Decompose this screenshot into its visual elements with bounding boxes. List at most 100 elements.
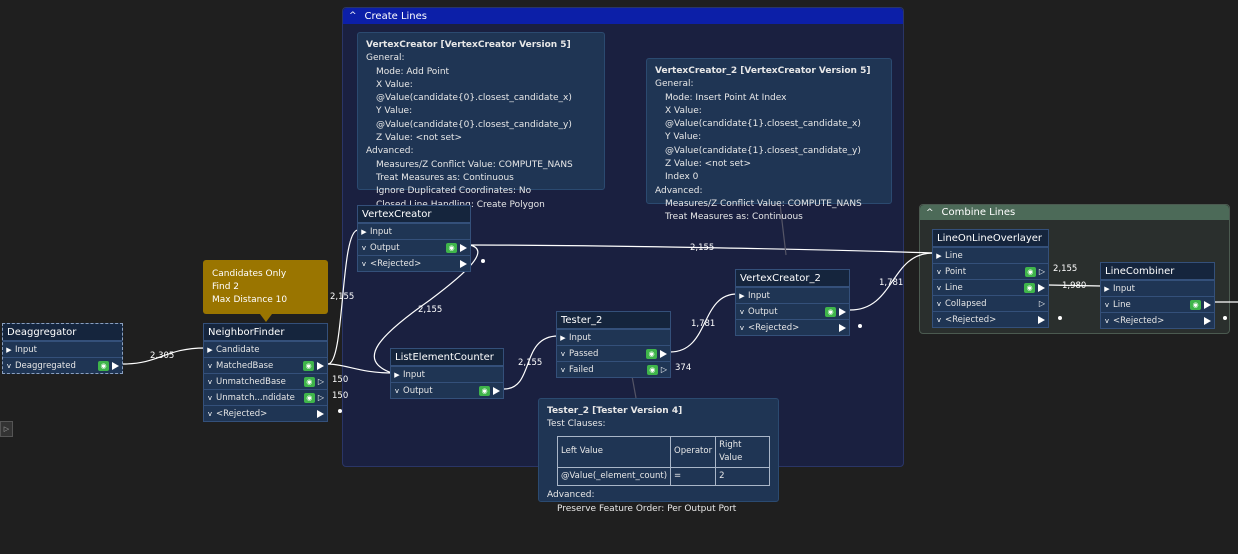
output-arrow-icon[interactable] xyxy=(839,307,846,316)
rejected-port[interactable]: v<Rejected> xyxy=(358,255,470,271)
expand-chevron-icon[interactable]: v xyxy=(739,323,745,332)
output-arrow-icon[interactable] xyxy=(317,409,324,418)
create-lines-header[interactable]: ^ Create Lines xyxy=(343,8,903,24)
input-port[interactable]: ▶Input xyxy=(557,329,670,345)
expand-chevron-icon[interactable]: v xyxy=(361,243,367,252)
rejected-port[interactable]: v<Rejected> xyxy=(933,311,1048,327)
transformer-title[interactable]: Deaggregator xyxy=(3,324,122,341)
inspect-eye-icon[interactable]: ◉ xyxy=(303,376,315,387)
collapse-chevron-icon[interactable]: ^ xyxy=(349,11,357,21)
output-arrow-icon[interactable] xyxy=(317,361,324,370)
input-port[interactable]: ▶Input xyxy=(358,223,470,239)
transformer-title[interactable]: NeighborFinder xyxy=(204,324,327,341)
output-arrow-icon[interactable] xyxy=(1204,300,1211,309)
output-arrow-icon[interactable] xyxy=(1038,283,1045,292)
input-port[interactable]: ▶Line xyxy=(933,247,1048,263)
input-port[interactable]: ▶Input xyxy=(3,341,122,357)
rejected-port[interactable]: v<Rejected> xyxy=(1101,312,1214,328)
expand-chevron-icon[interactable]: v xyxy=(207,377,213,386)
output-arrow-icon[interactable] xyxy=(112,361,119,370)
expand-chevron-icon[interactable]: v xyxy=(936,299,942,308)
inspect-eye-icon[interactable]: ◉ xyxy=(825,306,836,317)
inspect-eye-icon[interactable]: ◉ xyxy=(646,348,657,359)
collapse-chevron-icon[interactable]: ^ xyxy=(926,207,934,218)
input-port[interactable]: ▶Input xyxy=(1101,280,1214,296)
note-line: Max Distance 10 xyxy=(212,295,288,305)
output-arrow-icon[interactable]: ▷ xyxy=(1038,299,1045,308)
output-arrow-icon[interactable] xyxy=(460,243,467,252)
expand-chevron-icon[interactable]: v xyxy=(394,386,400,395)
expand-chevron-icon[interactable]: v xyxy=(1104,300,1110,309)
input-port[interactable]: ▶Input xyxy=(736,287,849,303)
inspect-eye-icon[interactable]: ◉ xyxy=(1190,299,1201,310)
expand-chevron-icon[interactable]: v xyxy=(936,267,942,276)
inspect-eye-icon[interactable]: ◉ xyxy=(303,360,314,371)
expand-chevron-icon[interactable]: v xyxy=(207,361,213,370)
input-port[interactable]: ▶Candidate xyxy=(204,341,327,357)
tester-2-annotation[interactable]: Tester_2 [Tester Version 4] Test Clauses… xyxy=(538,398,779,514)
expand-chevron-icon[interactable]: v xyxy=(1104,316,1110,325)
rejected-port[interactable]: v<Rejected> xyxy=(204,405,327,421)
output-arrow-icon[interactable] xyxy=(1038,315,1045,324)
transformer-title[interactable]: Tester_2 xyxy=(557,312,670,329)
neighbor-finder-note[interactable]: Candidates Only Find 2 Max Distance 10 xyxy=(203,260,328,314)
transformer-title[interactable]: ListElementCounter xyxy=(391,349,503,366)
transformer-title[interactable]: LineCombiner xyxy=(1101,263,1214,280)
vertex-creator-2-annotation[interactable]: VertexCreator_2 [VertexCreator Version 5… xyxy=(646,58,892,222)
expand-chevron-icon[interactable]: v xyxy=(207,409,213,418)
inspect-eye-icon[interactable]: ◉ xyxy=(479,385,490,396)
output-arrow-icon[interactable]: ▷ xyxy=(1038,267,1045,276)
panel-toggle-icon[interactable]: ▷ xyxy=(0,421,13,437)
expand-chevron-icon[interactable]: v xyxy=(560,365,566,374)
output-arrow-icon[interactable] xyxy=(493,386,500,395)
output-arrow-icon[interactable] xyxy=(460,259,467,268)
transformer-title[interactable]: VertexCreator_2 xyxy=(736,270,849,287)
inspect-eye-icon[interactable]: ◉ xyxy=(446,242,457,253)
expand-chevron-icon[interactable]: v xyxy=(6,361,12,370)
input-port[interactable]: ▶Input xyxy=(391,366,503,382)
expand-chevron-icon[interactable]: v xyxy=(739,307,745,316)
expand-chevron-icon[interactable]: v xyxy=(361,259,367,268)
transformer-title[interactable]: VertexCreator xyxy=(358,206,470,223)
output-arrow-icon[interactable]: ▷ xyxy=(317,377,324,386)
output-arrow-icon[interactable] xyxy=(839,323,846,332)
expand-chevron-icon[interactable]: v xyxy=(936,315,942,324)
inspect-eye-icon[interactable]: ◉ xyxy=(1024,282,1035,293)
output-arrow-icon[interactable]: ▷ xyxy=(317,393,324,402)
inspect-eye-icon[interactable]: ◉ xyxy=(303,392,315,403)
inspect-eye-icon[interactable]: ◉ xyxy=(1024,266,1036,277)
output-arrow-icon[interactable]: ▷ xyxy=(660,365,667,374)
vertex-creator-annotation[interactable]: VertexCreator [VertexCreator Version 5] … xyxy=(357,32,605,210)
expand-chevron-icon[interactable]: v xyxy=(560,349,566,358)
expand-chevron-icon[interactable]: v xyxy=(207,393,213,402)
combine-lines-header[interactable]: ^ Combine Lines xyxy=(920,205,1229,220)
transformer-title[interactable]: LineOnLineOverlayer xyxy=(933,230,1048,247)
inspect-eye-icon[interactable]: ◉ xyxy=(98,360,109,371)
expand-chevron-icon[interactable]: v xyxy=(936,283,942,292)
output-arrow-icon[interactable] xyxy=(660,349,667,358)
inspect-eye-icon[interactable]: ◉ xyxy=(646,364,658,375)
rejected-port[interactable]: v<Rejected> xyxy=(736,319,849,335)
output-arrow-icon[interactable] xyxy=(1204,316,1211,325)
